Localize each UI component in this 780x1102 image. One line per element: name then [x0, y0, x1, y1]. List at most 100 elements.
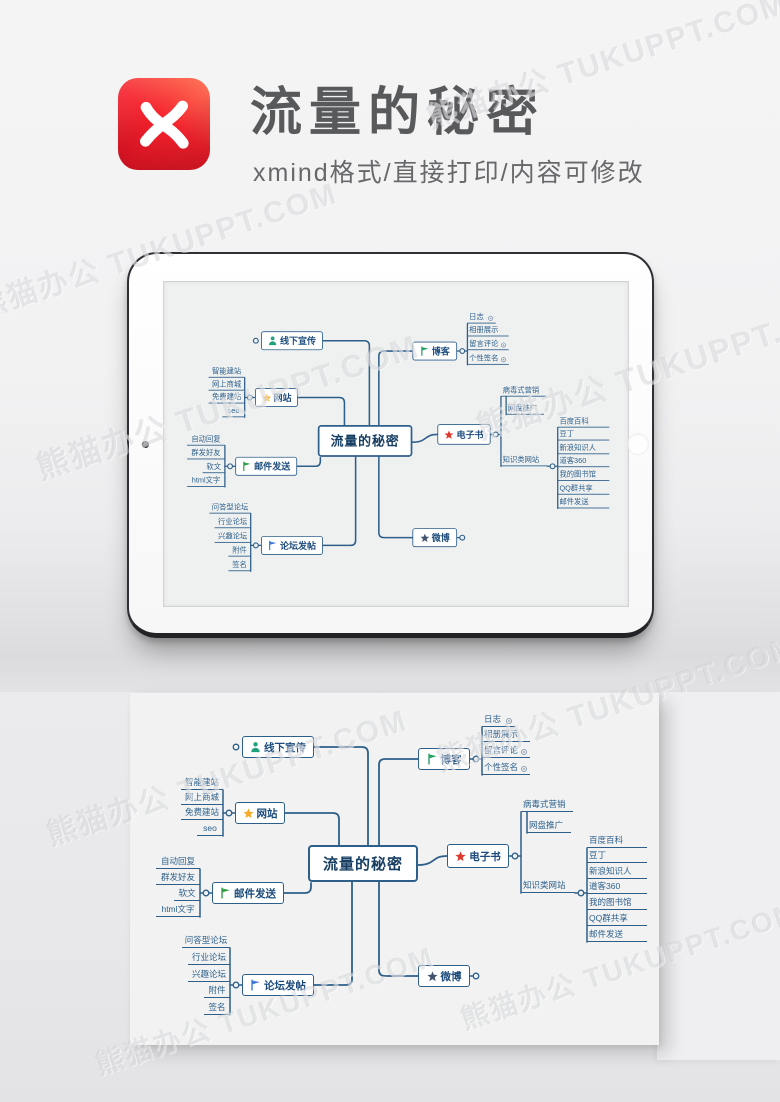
topic-label: 微博: [440, 970, 462, 983]
topic-label: 邮件发送: [254, 461, 291, 472]
topic-label: 流量的秘密: [330, 434, 400, 450]
subtopic-label: 邮件发送: [587, 929, 647, 942]
subtopic-label: 软文: [174, 888, 200, 901]
subtopic-label: 知识类网站: [500, 455, 548, 467]
topic-forum: 论坛发帖: [261, 535, 323, 555]
topic-label: 邮件发送: [234, 887, 276, 900]
subtopic-label: 兴趣论坛: [214, 532, 251, 543]
topic-blog: 博客: [412, 341, 458, 361]
subtopic-label: 行业论坛: [214, 517, 251, 529]
subtopic-label: 豆丁: [587, 850, 647, 863]
subtopic-label: 签名: [204, 1002, 230, 1015]
subtopic-label: 智能建站: [208, 367, 245, 378]
attachment-marker-icon: [521, 749, 527, 755]
xmind-logo: [118, 78, 210, 170]
topic-label: 电子书: [469, 850, 501, 863]
topic-label: 线下宣传: [264, 741, 306, 754]
subtopic-label: 新浪知识人: [587, 866, 647, 879]
topic-offline: 线下宣传: [242, 736, 314, 758]
star-icon: [242, 807, 254, 819]
topic-website: 网站: [255, 388, 298, 407]
flag-icon: [427, 753, 438, 765]
subtopic-label: 网盘推广: [527, 820, 571, 833]
topic-label: 电子书: [456, 429, 484, 441]
subtopic-label: 百度百科: [587, 835, 647, 848]
attachment-marker-icon: [488, 315, 494, 321]
topic-label: 论坛发帖: [279, 540, 317, 551]
subtopic-label: 网上商城: [181, 792, 223, 805]
branch-junction-icon: [577, 889, 585, 897]
branch-junction-icon: [252, 337, 259, 344]
subtopic-label: 免费建站: [181, 807, 223, 820]
person-icon: [268, 336, 277, 346]
attachment-marker-icon: [521, 766, 527, 772]
topic-blog: 博客: [418, 748, 470, 770]
subtopic-label: 我的图书馆: [587, 897, 647, 910]
camera-icon: [142, 440, 149, 448]
subtopic-label: 留言评论: [467, 339, 509, 351]
page-title: 流量的秘密: [250, 84, 546, 142]
subtopic-label: 智能建站: [181, 777, 223, 790]
branch-junction-icon: [232, 743, 240, 751]
topic-website: 网站: [235, 802, 285, 824]
topic-forum: 论坛发帖: [242, 974, 314, 996]
subtopic-label: QQ群共享: [557, 483, 610, 495]
topic-label: 流量的秘密: [322, 856, 403, 873]
subtopic-label: 相册展示: [482, 729, 530, 742]
subtopic-label: 豆丁: [557, 429, 610, 441]
subtopic-label: 病毒式营销: [500, 385, 546, 397]
star-icon: [444, 430, 454, 439]
star-icon: [455, 850, 466, 862]
connector-lines: [224, 315, 559, 572]
topic-weibo: 微博: [412, 528, 458, 548]
branch-junction-icon: [252, 542, 259, 549]
topic-ebook: 电子书: [437, 424, 491, 445]
topic-label: 博客: [440, 753, 462, 766]
topic-ebook: 电子书: [447, 844, 509, 868]
branch-junction-icon: [472, 972, 480, 980]
topic-label: 博客: [431, 346, 450, 357]
subtopic-label: 网上商城: [208, 379, 245, 391]
subtopic-label: 自动回复: [187, 434, 225, 446]
subtopic-label: 日志: [467, 312, 496, 324]
central-topic: 流量的秘密: [308, 845, 418, 882]
subtopic-label: 附件: [204, 985, 230, 998]
topic-label: 论坛发帖: [264, 979, 306, 992]
flag-icon: [242, 461, 251, 472]
topic-email: 邮件发送: [235, 456, 298, 476]
subtopic-label: QQ群共享: [587, 913, 647, 926]
branch-junction-icon: [227, 463, 234, 470]
topic-email: 邮件发送: [212, 882, 284, 904]
subtopic-label: 留言评论: [482, 745, 530, 758]
connector-lines: [199, 718, 588, 1016]
subtopic-label: 问答型论坛: [209, 502, 251, 514]
attachment-marker-icon: [500, 342, 507, 348]
branch-junction-icon: [225, 809, 233, 817]
subtopic-label: 网盘推广: [506, 404, 544, 415]
central-topic: 流量的秘密: [317, 425, 413, 457]
subtopic-label: 兴趣论坛: [188, 969, 230, 982]
subtopic-label: 邮件发送: [557, 497, 610, 509]
flag-icon: [268, 540, 277, 551]
subtopic-label: 软文: [202, 462, 225, 474]
subtopic-label: seo: [222, 406, 245, 418]
topic-label: 网站: [273, 392, 292, 404]
subtopic-label: 百度百科: [557, 416, 610, 428]
branch-junction-icon: [459, 534, 466, 541]
flag-icon: [220, 887, 231, 899]
subtopic-label: 我的图书馆: [557, 470, 610, 481]
subtopic-label: 签名: [228, 560, 251, 572]
branch-junction-icon: [459, 348, 466, 355]
subtopic-label: 个性签名: [482, 762, 530, 775]
subtopic-label: seo: [197, 823, 223, 836]
subtopic-label: 个性签名: [467, 354, 509, 365]
subtopic-label: 日志: [482, 714, 515, 727]
subtopic-label: 免费建站: [208, 392, 245, 404]
person-icon: [250, 741, 261, 753]
